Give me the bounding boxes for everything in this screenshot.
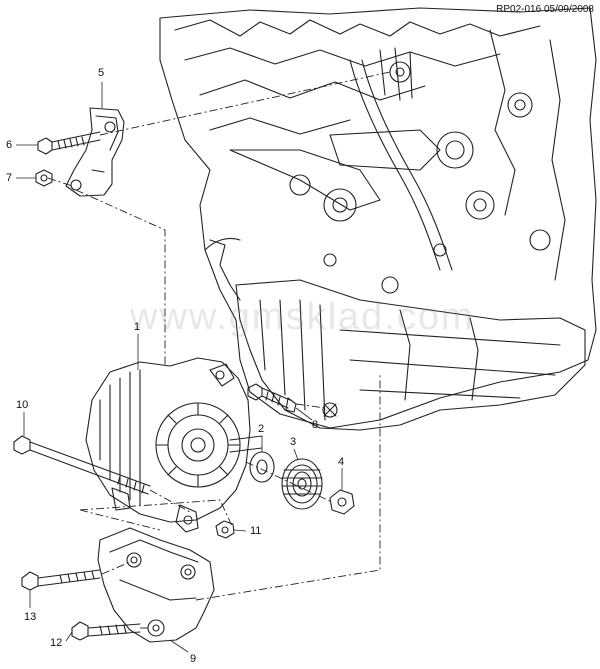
callout-13: 13: [24, 611, 37, 623]
bolt-part-8: [247, 383, 297, 413]
callout-2: 2: [258, 423, 265, 435]
washer-part-2: [249, 451, 275, 483]
alternator-part-1: [85, 357, 263, 533]
assembly-lines: [47, 71, 391, 629]
lower-bracket-part-9: [97, 527, 215, 643]
callout-1: 1: [134, 321, 141, 333]
nut-part-11: [215, 520, 235, 539]
callout-5: 5: [98, 67, 105, 79]
callout-12: 12: [50, 637, 63, 649]
bolt-part-12: [71, 621, 141, 641]
callout-3: 3: [290, 436, 297, 448]
nut-part-4: [329, 489, 355, 515]
callout-10: 10: [16, 399, 29, 411]
leader-lines: [16, 82, 343, 653]
pulley-part-3: [281, 458, 323, 510]
upper-bracket-part-5: [65, 107, 125, 197]
bolt-part-13: [21, 569, 101, 591]
engine-block: [159, 7, 597, 431]
callout-9: 9: [190, 653, 197, 665]
long-bolt-part-10: [13, 435, 151, 495]
callout-8: 8: [312, 419, 319, 431]
nut-part-7: [35, 169, 53, 187]
diagram-reference: RP02-016 05/09/2008: [496, 4, 594, 15]
callout-11: 11: [250, 525, 262, 537]
callout-6: 6: [6, 139, 13, 151]
bolt-part-6: [37, 131, 101, 155]
callout-7: 7: [6, 172, 13, 184]
callout-4: 4: [338, 456, 345, 468]
